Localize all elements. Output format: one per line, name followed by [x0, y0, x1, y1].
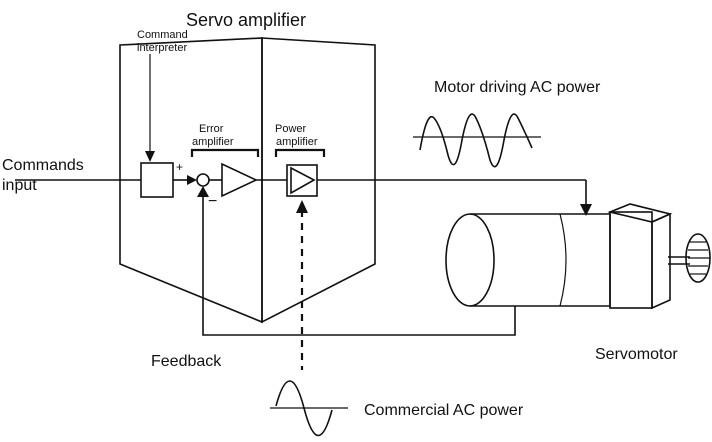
commercial-ac-power-label: Commercial AC power: [364, 402, 524, 419]
command-interpreter-label-2: interpreter: [137, 42, 187, 54]
plus-sign: +: [176, 160, 183, 174]
servo-amplifier-title: Servo amplifier: [186, 10, 306, 30]
minus-sign: −: [208, 193, 217, 210]
power-amplifier-bracket: [274, 148, 326, 157]
command-interpreter-block: [140, 162, 174, 198]
motor-input-arrow: [580, 204, 592, 216]
commands-input-label-1: Commands: [2, 157, 84, 174]
power-amplifier-label-2: amplifier: [276, 136, 318, 148]
summing-junction: [196, 173, 210, 187]
command-interpreter-pointer: [145, 54, 155, 162]
motor-driving-ac-power-label: Motor driving AC power: [434, 79, 601, 96]
power-amplifier-block: [286, 164, 318, 197]
error-amplifier-label-1: Error: [199, 123, 224, 135]
servo-amplifier-housing: [119, 37, 376, 324]
feedback-label: Feedback: [151, 353, 222, 370]
error-amplifier-bracket: [190, 148, 260, 157]
motor-driving-ac-wave: [413, 113, 541, 168]
power-amplifier-label-1: Power: [275, 123, 307, 135]
servomotor: [445, 203, 711, 310]
commands-input-label-2: input: [2, 177, 37, 194]
commercial-ac-wave: [270, 380, 348, 437]
commercial-ac-supply: [296, 200, 308, 370]
command-interpreter-label-1: Command: [137, 29, 188, 41]
feedback-loop: [197, 186, 516, 336]
error-amplifier-label-2: amplifier: [192, 136, 234, 148]
error-amplifier-triangle: [221, 162, 258, 198]
servomotor-label: Servomotor: [595, 346, 678, 363]
summing-arrow: [187, 175, 197, 185]
